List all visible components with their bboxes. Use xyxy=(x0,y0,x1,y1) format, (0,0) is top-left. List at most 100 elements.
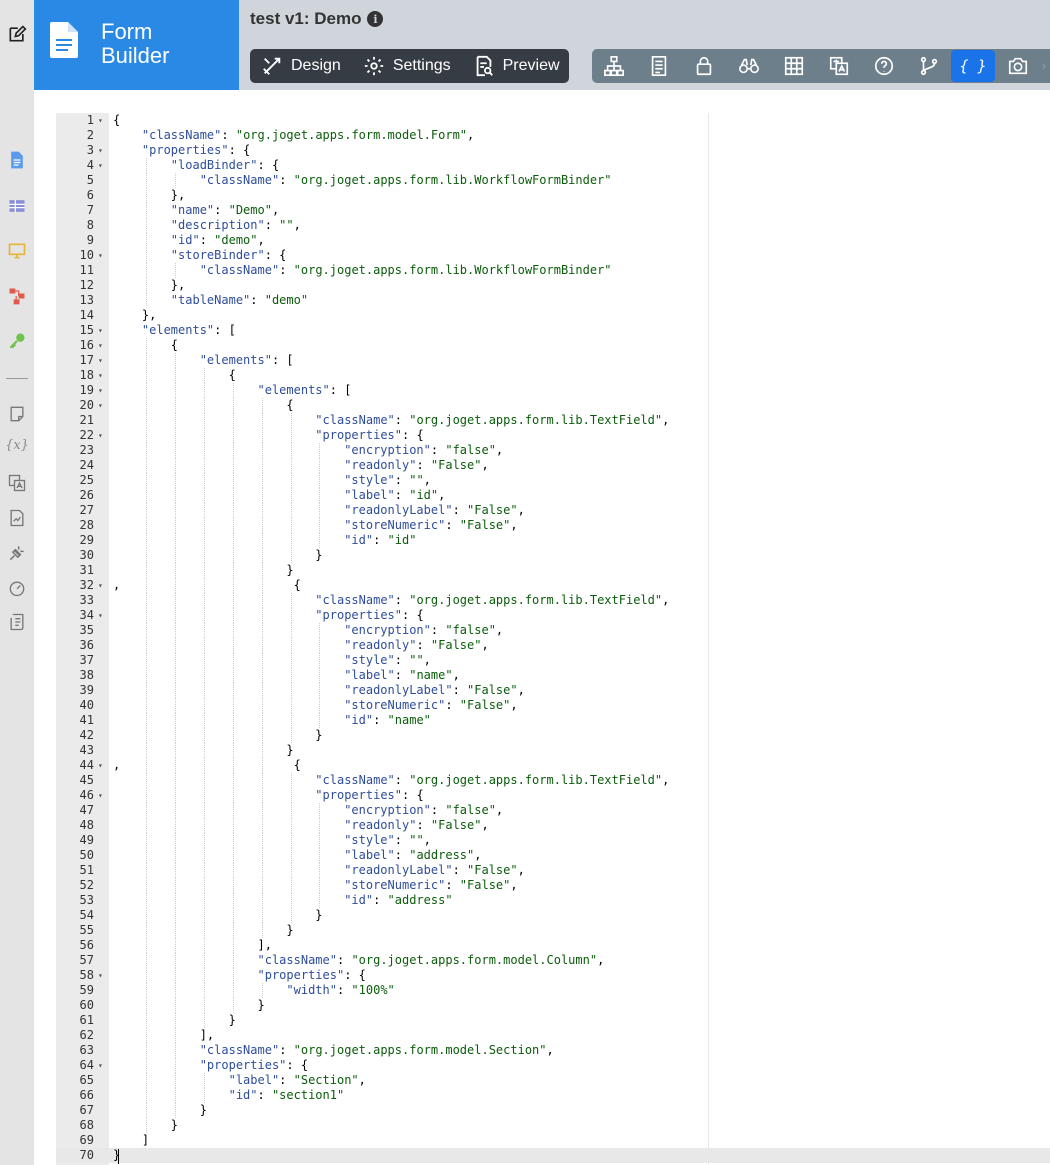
indent-guide xyxy=(145,488,147,503)
lock-icon[interactable] xyxy=(682,49,726,83)
code-text: "className": "org.joget.apps.form.lib.Wo… xyxy=(199,263,612,277)
indent-guide xyxy=(203,368,205,383)
fold-toggle-icon[interactable]: ▾ xyxy=(98,431,103,440)
fold-toggle-icon[interactable]: ▾ xyxy=(98,326,103,335)
list-icon[interactable] xyxy=(637,49,681,83)
indent-guide xyxy=(145,803,147,818)
binoculars-icon[interactable] xyxy=(727,49,771,83)
fold-toggle-icon[interactable]: ▾ xyxy=(98,251,103,260)
indent-guide xyxy=(174,938,176,953)
code-line: 28 "storeNumeric": "False", xyxy=(56,518,1050,533)
code-text: } xyxy=(113,998,265,1012)
indent-guide xyxy=(319,833,321,848)
fold-toggle-icon[interactable]: ▾ xyxy=(98,356,103,365)
note-icon[interactable] xyxy=(5,402,29,426)
indent-guide xyxy=(145,533,147,548)
chevron-right-icon[interactable]: › xyxy=(1042,59,1046,73)
log-icon[interactable] xyxy=(5,610,29,634)
indent-guide xyxy=(174,563,176,578)
code-line: 63 "className": "org.joget.apps.form.mod… xyxy=(56,1043,1050,1058)
code-text: ], xyxy=(113,1028,215,1042)
fold-toggle-icon[interactable]: ▾ xyxy=(98,341,103,350)
plugin-icon[interactable] xyxy=(5,541,29,565)
line-number: 11 xyxy=(79,263,94,277)
line-number: 57 xyxy=(79,953,94,967)
indent-guide xyxy=(203,803,205,818)
indent-guide xyxy=(261,548,263,563)
top-bar: Form Builder test v1: Demo i Design Sett… xyxy=(34,0,1050,90)
indent-guide xyxy=(232,623,234,638)
indent-guide xyxy=(174,533,176,548)
code-line: 42 } xyxy=(56,728,1050,743)
indent-guide xyxy=(145,173,147,188)
fold-toggle-icon[interactable]: ▾ xyxy=(98,146,103,155)
code-text: } xyxy=(113,1118,179,1132)
json-code-editor[interactable]: 1▾{2 "className": "org.joget.apps.form.m… xyxy=(56,113,1050,1165)
form-icon[interactable] xyxy=(5,148,29,172)
indent-guide xyxy=(232,668,234,683)
indent-guide xyxy=(174,383,176,398)
indent-guide xyxy=(174,638,176,653)
code-text: "encryption": "false", xyxy=(344,623,504,637)
variable-icon[interactable]: {x} xyxy=(5,437,29,453)
indent-guide xyxy=(145,158,147,173)
process-icon[interactable] xyxy=(5,284,29,308)
indent-guide xyxy=(203,728,205,743)
indent-guide xyxy=(174,1073,176,1088)
indent-guide xyxy=(232,518,234,533)
form-title: test v1: Demo i xyxy=(250,9,384,29)
info-icon[interactable]: i xyxy=(367,11,384,27)
indent-guide xyxy=(232,953,234,968)
settings-button[interactable]: Settings xyxy=(352,49,462,83)
indent-guide xyxy=(145,593,147,608)
code-line: 29 "id": "id" xyxy=(56,533,1050,548)
indent-guide xyxy=(174,368,176,383)
indent-guide xyxy=(203,578,205,593)
indent-guide xyxy=(232,728,234,743)
translate-icon[interactable] xyxy=(5,471,29,495)
line-number: 44 xyxy=(79,758,94,772)
code-text: "tableName": "demo" xyxy=(170,293,309,307)
indent-guide xyxy=(203,473,205,488)
camera-icon[interactable] xyxy=(996,49,1040,83)
indent-guide xyxy=(145,233,147,248)
fold-toggle-icon[interactable]: ▾ xyxy=(98,161,103,170)
fold-toggle-icon[interactable]: ▾ xyxy=(98,1061,103,1070)
fold-toggle-icon[interactable]: ▾ xyxy=(98,791,103,800)
preview-button[interactable]: Preview xyxy=(462,49,571,83)
branch-icon[interactable] xyxy=(907,49,951,83)
userview-icon[interactable] xyxy=(5,239,29,263)
code-line: 33 "className": "org.joget.apps.form.lib… xyxy=(56,593,1050,608)
fold-toggle-icon[interactable]: ▾ xyxy=(98,761,103,770)
datalist-icon[interactable] xyxy=(5,194,29,218)
sitemap-icon[interactable] xyxy=(592,49,636,83)
indent-guide xyxy=(145,473,147,488)
fold-toggle-icon[interactable]: ▾ xyxy=(98,386,103,395)
fold-toggle-icon[interactable]: ▾ xyxy=(98,611,103,620)
line-number: 28 xyxy=(79,518,94,532)
line-number: 35 xyxy=(79,623,94,637)
indent-guide xyxy=(174,953,176,968)
fold-toggle-icon[interactable]: ▾ xyxy=(98,401,103,410)
help-icon[interactable] xyxy=(862,49,906,83)
line-number: 68 xyxy=(79,1118,94,1132)
indent-guide xyxy=(203,563,205,578)
table-icon[interactable] xyxy=(772,49,816,83)
line-number: 61 xyxy=(79,1013,94,1027)
indent-guide xyxy=(232,818,234,833)
edit-icon[interactable] xyxy=(5,22,29,46)
report-icon[interactable] xyxy=(5,506,29,530)
fold-toggle-icon[interactable]: ▾ xyxy=(98,371,103,380)
design-button[interactable]: Design xyxy=(250,49,352,83)
key-icon[interactable] xyxy=(5,329,29,353)
indent-guide xyxy=(290,533,292,548)
translate-icon[interactable] xyxy=(817,49,861,83)
code-line: 12 }, xyxy=(56,278,1050,293)
fold-toggle-icon[interactable]: ▾ xyxy=(98,971,103,980)
code-text: "elements": [ xyxy=(199,353,294,367)
fold-toggle-icon[interactable]: ▾ xyxy=(98,116,103,125)
json-icon[interactable]: { } xyxy=(951,50,995,82)
performance-icon[interactable] xyxy=(5,576,29,600)
fold-toggle-icon[interactable]: ▾ xyxy=(98,581,103,590)
indent-guide xyxy=(145,773,147,788)
